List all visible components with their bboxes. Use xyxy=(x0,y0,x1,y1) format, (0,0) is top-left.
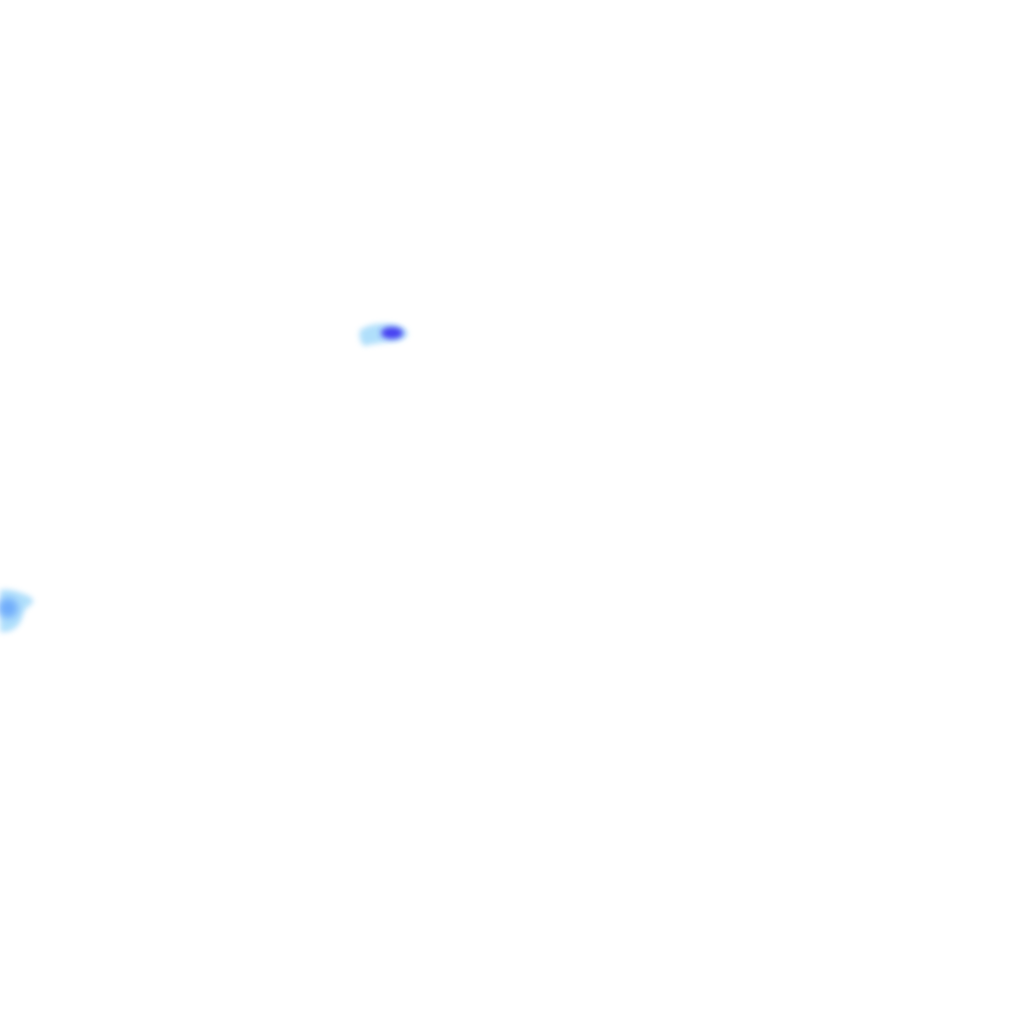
precip-cell-1 xyxy=(359,323,408,346)
precip-moderate-core xyxy=(0,598,18,618)
precip-cell-2 xyxy=(0,589,33,632)
precip-heavy-core xyxy=(381,327,403,339)
